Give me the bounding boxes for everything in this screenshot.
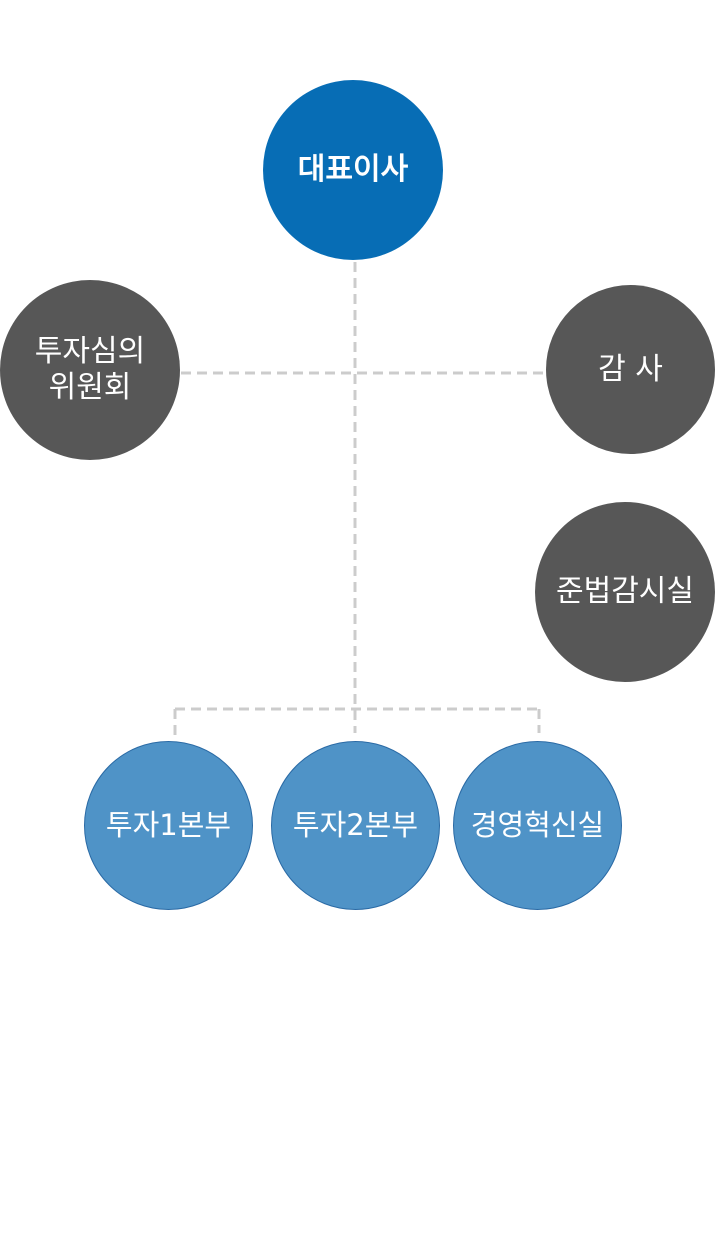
ceo-node: 대표이사 <box>263 80 443 260</box>
investment-committee-label: 투자심의 위원회 <box>34 334 146 405</box>
investment-division-1-label: 투자1본부 <box>105 808 232 843</box>
auditor-label: 감 사 <box>598 351 663 387</box>
compliance-office-label: 준법감시실 <box>556 574 694 609</box>
compliance-office-node: 준법감시실 <box>535 502 715 682</box>
investment-division-1-node: 투자1본부 <box>84 741 253 910</box>
management-innovation-office-node: 경영혁신실 <box>453 741 622 910</box>
management-innovation-office-label: 경영혁신실 <box>470 808 605 843</box>
ceo-label: 대표이사 <box>297 152 409 187</box>
investment-division-2-node: 투자2본부 <box>271 741 440 910</box>
investment-division-2-label: 투자2본부 <box>292 808 419 843</box>
auditor-node: 감 사 <box>546 285 715 454</box>
investment-committee-node: 투자심의 위원회 <box>0 280 180 460</box>
